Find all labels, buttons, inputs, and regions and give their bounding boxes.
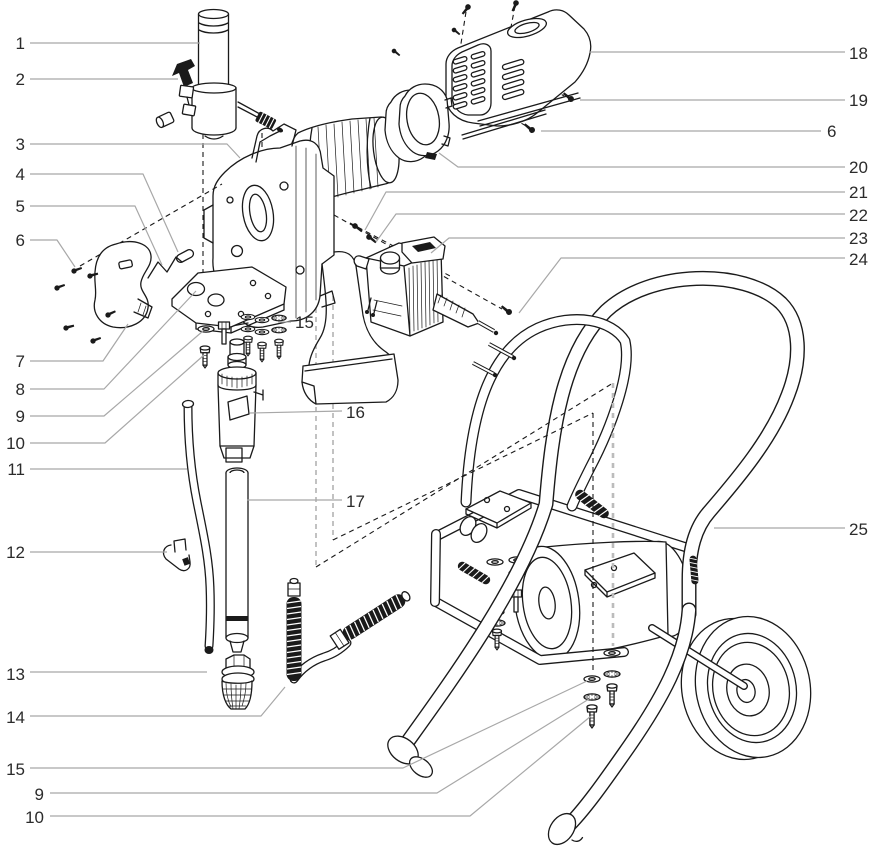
part-16-pump [217, 338, 264, 463]
leader-lines [30, 42, 845, 817]
callout-10-bottom: 10 [25, 808, 44, 827]
wheel [680, 615, 812, 761]
pedestal-stand [301, 250, 399, 405]
right-mount-plate [584, 552, 656, 598]
callout-21: 21 [849, 183, 868, 202]
part-7-cover-plate [53, 183, 223, 345]
left-mount-plate [465, 490, 532, 529]
part-11-return-tube [181, 399, 215, 654]
callout-1: 1 [16, 34, 25, 53]
part-14-siphon-hose [286, 577, 411, 684]
washer [486, 558, 504, 566]
callout-9: 9 [16, 407, 25, 426]
drain-rod [237, 101, 261, 119]
drain-coupler [255, 111, 277, 129]
callout-labels: 1 2 3 4 5 6 7 8 9 10 11 12 13 14 15 9 10… [6, 34, 868, 827]
callout-6-left: 6 [16, 231, 25, 250]
callout-16: 16 [346, 403, 365, 422]
callout-4: 4 [16, 165, 25, 184]
callout-7: 7 [16, 352, 25, 371]
callout-22: 22 [849, 206, 868, 225]
part-18-motor-shroud [390, 0, 592, 140]
part-25-cart-assembly [387, 270, 812, 846]
rear-foot [547, 812, 577, 846]
plug-knob [155, 111, 175, 129]
callout-10: 10 [6, 434, 25, 453]
part-4-pin [175, 249, 195, 263]
callout-25: 25 [849, 520, 868, 539]
callout-15-left: 15 [6, 760, 25, 779]
callout-13: 13 [6, 665, 25, 684]
callout-15-middle: 15 [295, 313, 314, 332]
part-2-valve [172, 59, 195, 106]
callout-8: 8 [16, 380, 25, 399]
dowel-pins [472, 342, 517, 378]
callout-3: 3 [16, 135, 25, 154]
callout-12: 12 [6, 543, 25, 562]
part-17-suction-tube [225, 467, 249, 653]
callout-20: 20 [849, 158, 868, 177]
assembly-guide-dashes [315, 296, 615, 672]
callout-24: 24 [849, 250, 868, 269]
callout-11: 11 [7, 460, 25, 479]
callout-2: 2 [16, 70, 25, 89]
part-mounting-plate [171, 266, 287, 334]
callout-6-right: 6 [827, 122, 836, 141]
callout-17: 17 [346, 492, 365, 511]
part-20-bezel-ring [384, 83, 453, 163]
callout-23: 23 [849, 229, 868, 248]
part-13-inlet-strainer [221, 654, 255, 710]
callout-18: 18 [849, 44, 868, 63]
callout-5: 5 [16, 197, 25, 216]
callout-19: 19 [849, 91, 868, 110]
shroud-vents [452, 50, 525, 110]
callout-14: 14 [6, 708, 25, 727]
part-23-pressure-control [333, 214, 517, 378]
part-12-clip [162, 538, 191, 572]
part-24-transducer [432, 293, 514, 336]
callout-9-bottom: 9 [35, 785, 44, 804]
part-5-wire-clip [147, 256, 183, 279]
rail-roller [459, 516, 488, 543]
